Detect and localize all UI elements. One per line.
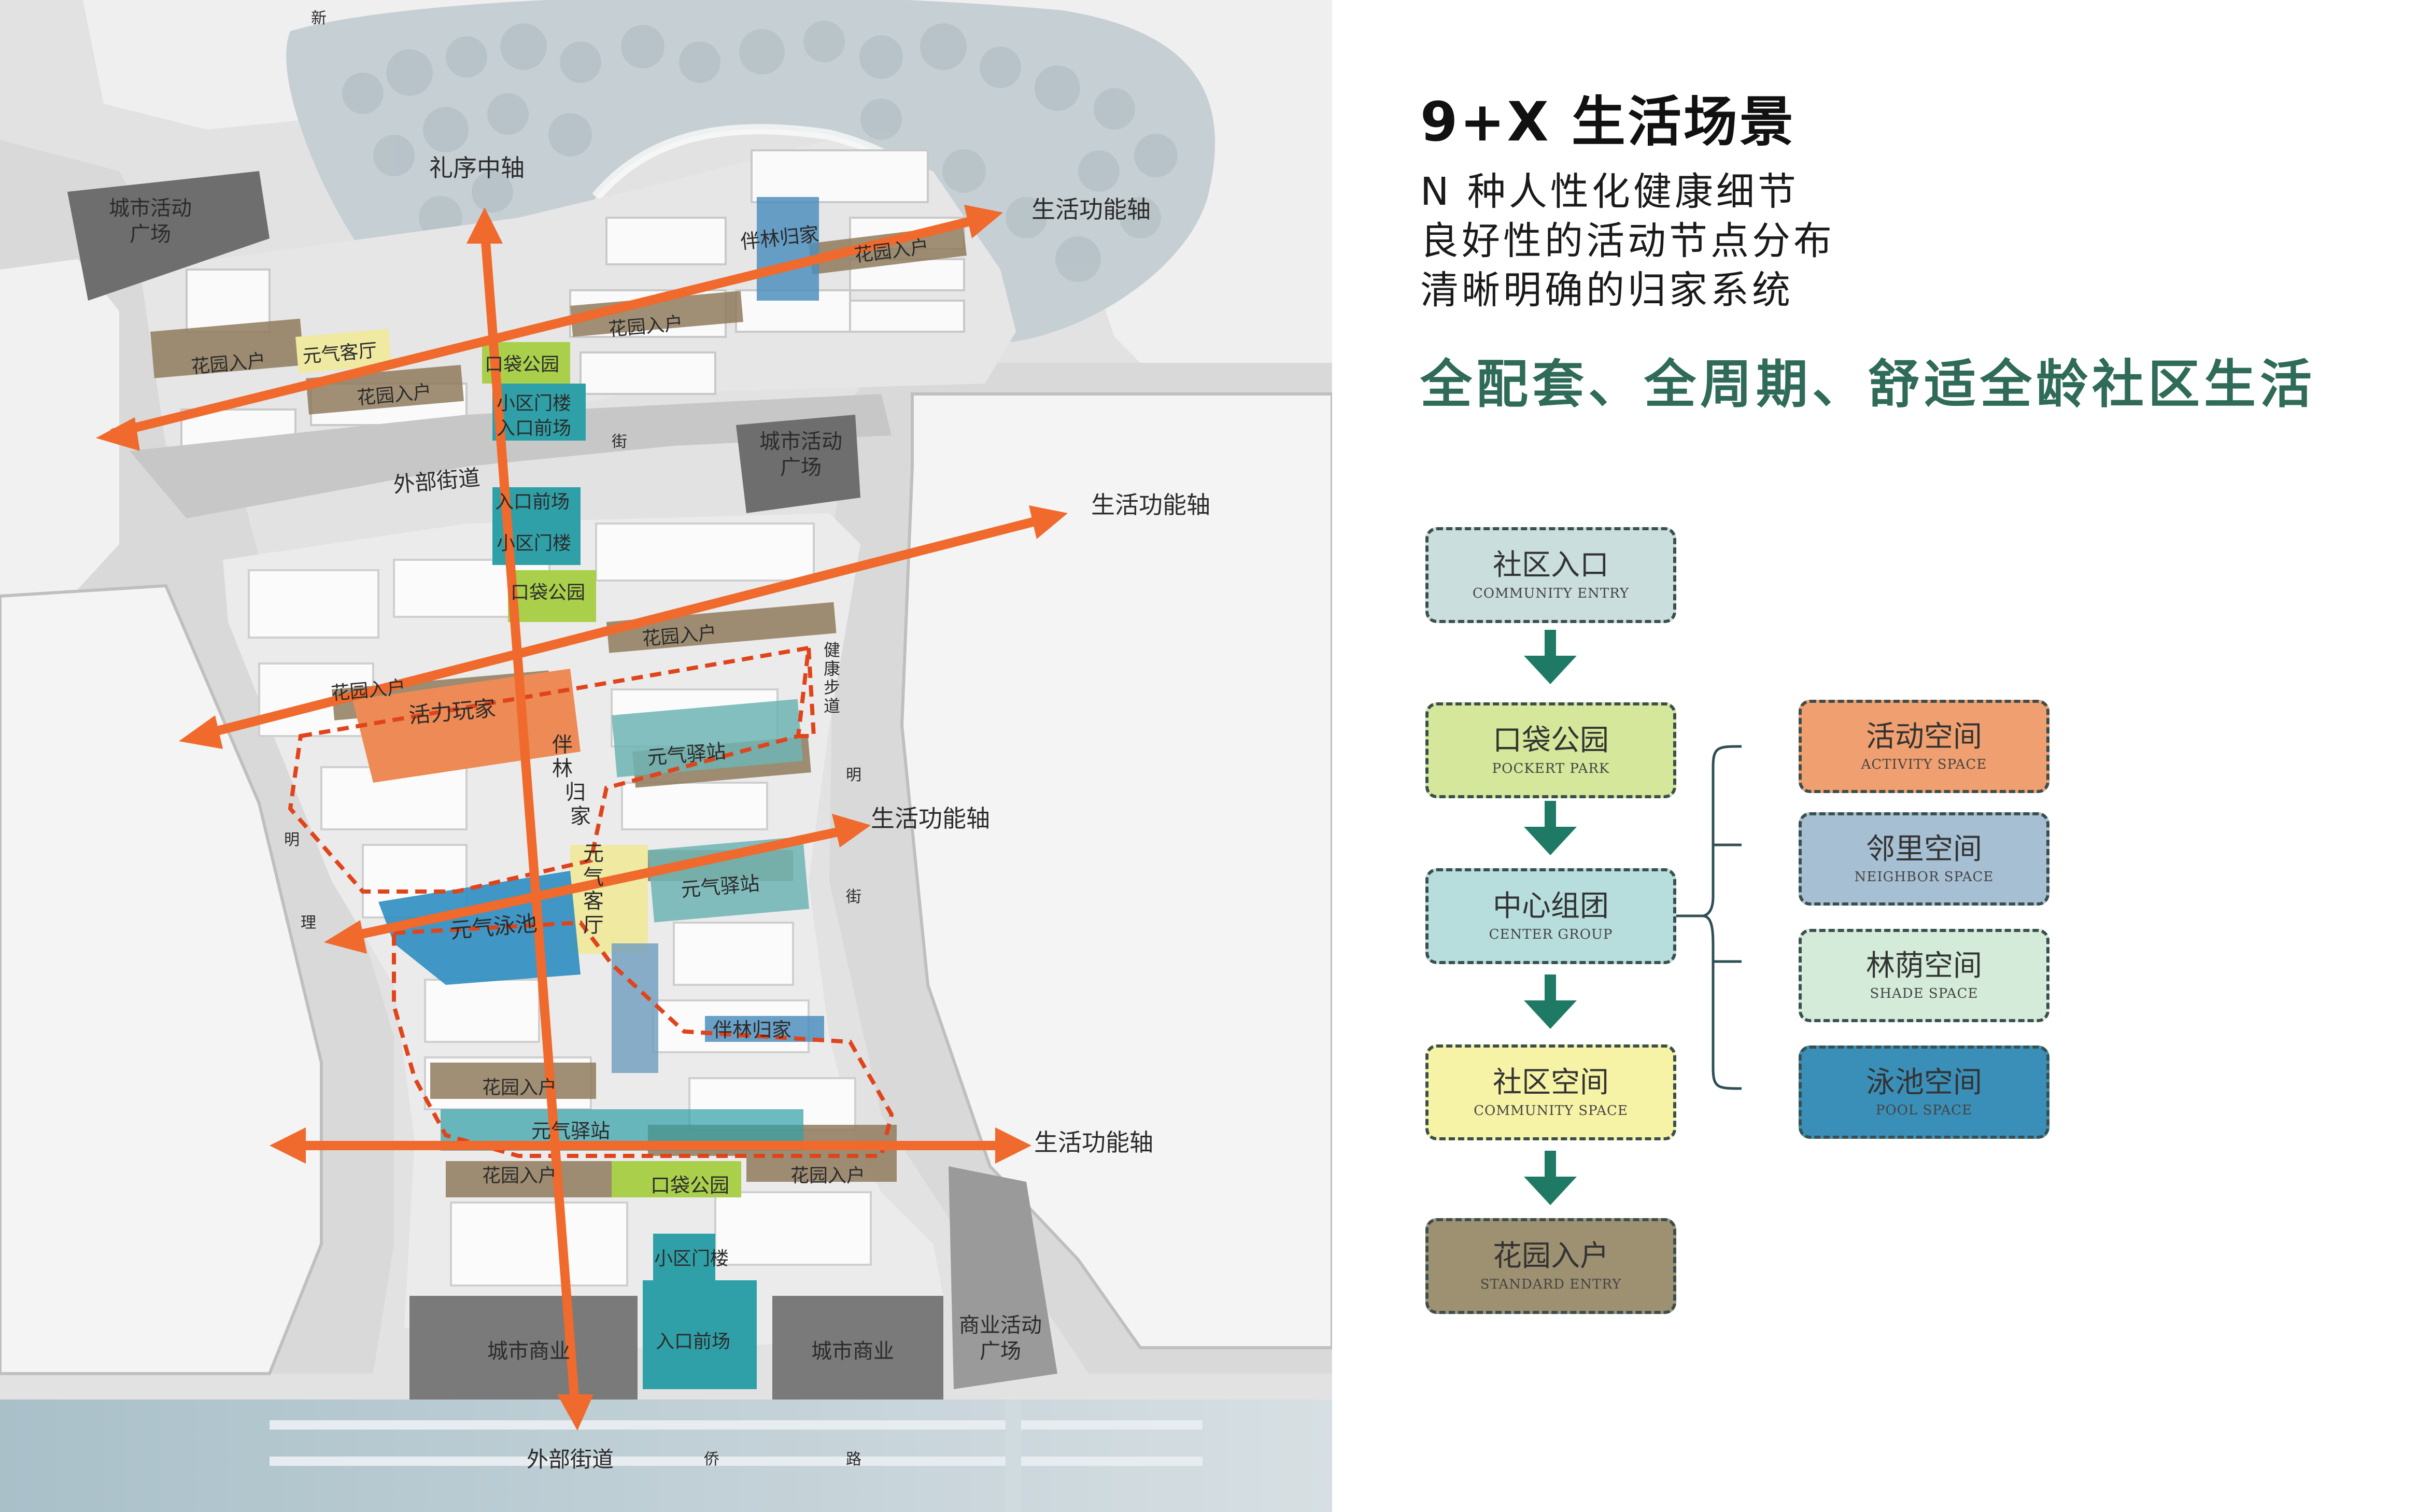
flow-arrow-1 [1524,630,1577,684]
flow-box-neighbor-space-cn: 邻里空间 [1866,832,1982,866]
flow-box-community-entry: 社区入口 COMMUNITY ENTRY [1425,527,1676,623]
road-label-top: 新 [311,9,327,27]
flow-box-shade-space-cn: 林荫空间 [1866,949,1982,983]
axis-arrowheads [96,205,1068,1431]
flow-box-neighbor-space: 邻里空间 NEIGHBOR SPACE [1799,812,2049,906]
gate-label-3: 小区门楼 [654,1248,729,1269]
flow-connectors [1524,630,1742,1205]
commerce-label-1: 城市商业 [487,1339,570,1363]
flow-box-pocket-park-en: POCKERT PARK [1492,760,1610,776]
flow-box-pocket-park: 口袋公园 POCKERT PARK [1425,702,1676,798]
pocket-park-label-3: 口袋公园 [651,1174,729,1197]
road-label-left-2: 理 [301,914,316,932]
commerce-right [772,1296,943,1400]
flow-box-center-group-en: CENTER GROUP [1489,926,1613,942]
flow-box-pool-space: 泳池空间 POOL SPACE [1799,1045,2049,1139]
pocket-park-label-1: 口袋公园 [485,354,559,375]
subtitle-3: 清晰明确的归家系统 [1420,268,1793,313]
life-axis-label-4: 生活功能轴 [1034,1128,1153,1156]
flow-box-center-group: 中心组团 CENTER GROUP [1425,868,1676,964]
life-axes [109,213,1052,1415]
road-label-right-2: 街 [846,888,861,906]
central-city-plaza [736,415,860,513]
flow-box-community-entry-en: COMMUNITY ENTRY [1472,585,1630,601]
outer-street-bottom [0,1400,1332,1512]
ritual-axis-label: 礼序中轴 [429,154,525,182]
subtitle-1: N 种人性化健康细节 [1420,169,1799,214]
flow-box-shade-space-en: SHADE SPACE [1870,986,1978,1002]
city-plaza-label-2: 城市活动广场 [759,430,842,479]
slogan: 全配套、全周期、舒适全龄社区生活 [1420,354,2316,415]
outer-street-mid [130,394,892,518]
gate-label-2: 小区门楼 [497,533,571,554]
flow-arrow-2 [1524,801,1577,855]
flow-box-pool-space-en: POOL SPACE [1875,1103,1973,1119]
flow-box-pocket-park-cn: 口袋公园 [1493,724,1609,758]
page-title: 9+X 生活场景 [1420,90,1795,153]
flow-box-activity-space-cn: 活动空间 [1866,719,1982,754]
city-plaza-label-1: 城市活动广场 [109,196,192,246]
life-axis-label-2: 生活功能轴 [1091,491,1210,519]
health-walk-label-vertical: 健康步道 [824,640,840,716]
site-plan: 城市活动广场 城市活动广场 商业活动广场 礼序中轴 生活功能轴 生活功能轴 生活… [0,0,1332,1512]
life-axis-label-3: 生活功能轴 [871,804,990,832]
flow-box-activity-space-en: ACTIVITY SPACE [1861,757,1987,773]
flow-box-community-space-en: COMMUNITY SPACE [1474,1103,1628,1119]
commerce-left [409,1296,638,1400]
flow-arrow-3 [1524,974,1577,1029]
flow-box-neighbor-space-en: NEIGHBOR SPACE [1854,869,1994,885]
garden-label-9: 花园入户 [790,1165,865,1186]
front-label-1: 入口前场 [497,418,571,439]
subtitle-2: 良好性的活动节点分布 [1420,219,1835,263]
flow-box-standard-entry: 花园入户 STANDARD ENTRY [1425,1218,1676,1314]
road-label-left-1: 明 [284,831,300,849]
life-axis-label-1: 生活功能轴 [1031,195,1151,223]
front-label-3: 入口前场 [656,1331,730,1352]
living-room-label-2: 元气客厅 [583,842,604,937]
flow-box-standard-entry-cn: 花园入户 [1493,1239,1609,1274]
road-label-bottom-1: 侨 [704,1450,719,1468]
front-label-2: 入口前场 [495,491,570,513]
flow-box-community-space-cn: 社区空间 [1493,1066,1609,1100]
branch-bracket [1674,745,1742,1090]
flow-box-center-group-cn: 中心组团 [1493,889,1609,924]
flow-box-activity-space: 活动空间 ACTIVITY SPACE [1799,700,2049,793]
flow-box-shade-space: 林荫空间 SHADE SPACE [1799,929,2049,1022]
flow-arrow-4 [1524,1151,1577,1205]
road-label-right-1: 明 [846,766,861,784]
pocket-park-label-2: 口袋公园 [511,582,585,603]
road-label-bottom-2: 路 [846,1450,861,1468]
flow-box-community-space: 社区空间 COMMUNITY SPACE [1425,1044,1676,1140]
outer-street-label-2: 外部街道 [527,1447,614,1472]
garden-label-8: 花园入户 [482,1165,557,1186]
commerce-label-2: 城市商业 [811,1339,894,1363]
flow-box-community-entry-cn: 社区入口 [1493,548,1609,583]
commerce-plaza-label: 商业活动广场 [959,1313,1042,1363]
station-label-3: 元气驿站 [531,1120,610,1142]
gate-label-1: 小区门楼 [497,393,571,414]
north-city-plaza [67,171,270,301]
garden-label-7: 花园入户 [482,1077,557,1098]
city-plaza-label-1-l1: 城市活动 [109,196,192,220]
road-label-mid: 街 [612,433,627,451]
home-label-3: 伴林归家 [713,1019,791,1041]
flow-box-standard-entry-en: STANDARD ENTRY [1480,1276,1622,1292]
flow-box-pool-space-cn: 泳池空间 [1866,1065,1982,1099]
home-label-2: 伴林归家 [552,733,591,828]
